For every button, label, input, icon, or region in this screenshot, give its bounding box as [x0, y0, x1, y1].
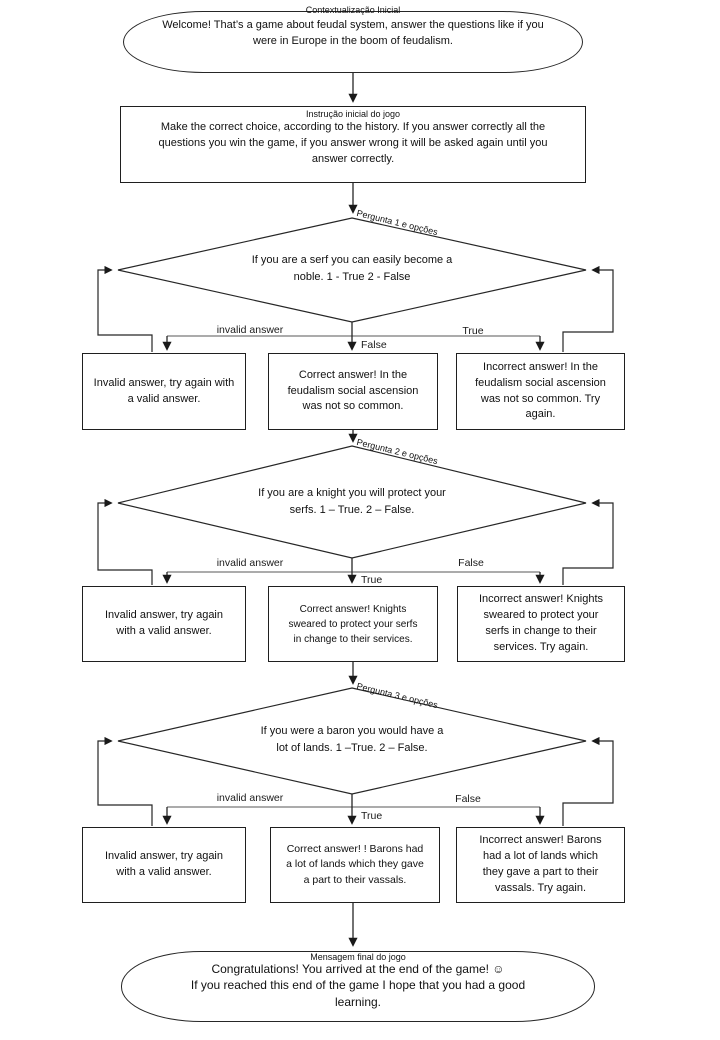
loop-q1-invalid-retry: [97, 265, 153, 352]
q2-incorrect-answer-box: Incorrect answer! Knights sweared to pro…: [457, 586, 625, 662]
q3-incorrect-branch-label: False: [455, 793, 481, 805]
q1-correct-answer-box: Correct answer! In the feudalism social …: [268, 353, 438, 430]
instruction-box-tag: Instrução inicial do jogo: [305, 109, 401, 119]
end-terminator-text: Congratulations! You arrived at the end …: [190, 962, 526, 1009]
q2-invalid-answer-box: Invalid answer, try again with a valid a…: [82, 586, 246, 662]
q1-incorrect-answer-box: Incorrect answer! In the feudalism socia…: [456, 353, 625, 430]
start-terminator-text: Welcome! That’s a game about feudal syst…: [162, 19, 544, 47]
q2-correct-answer-text: Correct answer! Knights sweared to prote…: [288, 603, 418, 645]
q1-invalid-answer-text: Invalid answer, try again with a valid a…: [93, 376, 235, 405]
q3-correct-answer-box: Correct answer! ! Barons had a lot of la…: [270, 827, 440, 903]
loop-q3-invalid-retry: [97, 736, 153, 826]
q2-question-text: If you are a knight you will protect you…: [258, 487, 446, 517]
q1-invalid-answer-box: Invalid answer, try again with a valid a…: [82, 353, 246, 430]
q1-correct-branch-label: False: [361, 339, 387, 351]
q1-incorrect-branch-label: True: [462, 325, 484, 337]
q2-incorrect-branch-label: False: [458, 557, 484, 569]
loop-q1-incorrect-retry: [562, 265, 614, 352]
q1-invalid-branch-label: invalid answer: [216, 324, 284, 336]
q3-invalid-answer-box: Invalid answer, try again with a valid a…: [82, 827, 246, 903]
end-terminator: [121, 951, 595, 1022]
q3-incorrect-answer-box: Incorrect answer! Barons had a lot of la…: [456, 827, 625, 903]
q3-invalid-answer-text: Invalid answer, try again with a valid a…: [104, 850, 223, 878]
q1-question-text: If you are a serf you can easily become …: [251, 254, 453, 284]
q1-correct-answer-text: Correct answer! In the feudalism social …: [287, 368, 419, 413]
loop-q2-invalid-retry: [97, 498, 153, 585]
loop-q3-incorrect-retry: [562, 736, 614, 826]
q3-question-text: If you were a baron you would have a lot…: [260, 725, 444, 755]
instruction-box-text: Make the correct choice, according to th…: [158, 121, 548, 165]
instruction-box: [120, 106, 586, 183]
q2-correct-answer-box: Correct answer! Knights sweared to prote…: [268, 586, 438, 662]
q1-incorrect-answer-text: Incorrect answer! In the feudalism socia…: [475, 360, 606, 421]
end-terminator-tag: Mensagem final do jogo: [310, 952, 406, 962]
start-terminator: [123, 11, 583, 73]
q3-correct-answer-text: Correct answer! ! Barons had a lot of la…: [286, 842, 424, 886]
q2-invalid-branch-label: invalid answer: [216, 557, 284, 569]
q2-invalid-answer-text: Invalid answer, try again with a valid a…: [104, 609, 223, 637]
q3-incorrect-answer-text: Incorrect answer! Barons had a lot of la…: [479, 834, 602, 894]
start-terminator-tag: Contextualização Inicial: [305, 5, 401, 15]
q2-correct-branch-label: True: [361, 574, 383, 586]
q2-incorrect-answer-text: Incorrect answer! Knights sweared to pro…: [478, 593, 604, 653]
q3-correct-branch-label: True: [361, 810, 383, 822]
q3-invalid-branch-label: invalid answer: [216, 792, 284, 804]
loop-q2-incorrect-retry: [562, 498, 614, 585]
